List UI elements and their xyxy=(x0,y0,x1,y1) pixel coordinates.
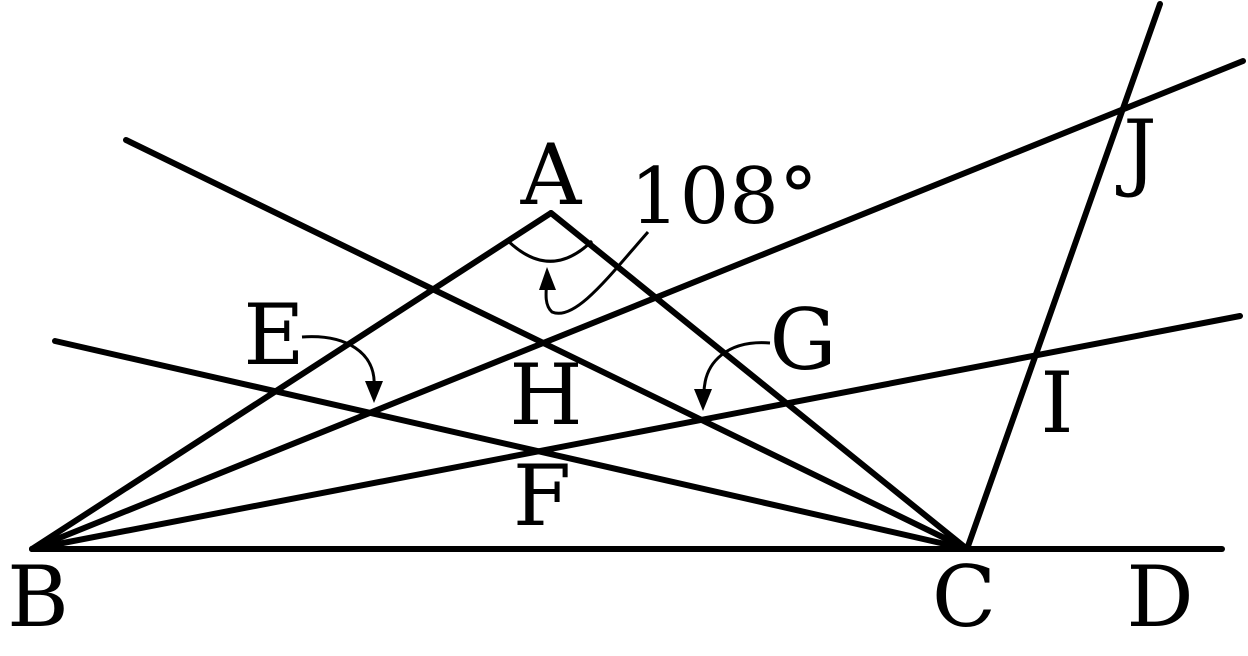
pointer-g xyxy=(702,341,771,397)
label-g: G xyxy=(769,291,836,389)
segment-ab xyxy=(29,210,554,552)
angle-arc-a xyxy=(505,238,594,263)
ray-bj xyxy=(29,58,1246,552)
line-ch xyxy=(123,137,970,552)
segment-ac xyxy=(548,210,970,552)
angle-label-108: 108° xyxy=(630,152,818,242)
label-c: C xyxy=(932,548,996,646)
label-a: A xyxy=(520,126,583,224)
angle-leader-108 xyxy=(544,231,650,315)
label-d: D xyxy=(1126,548,1193,646)
label-f: F xyxy=(513,447,571,545)
line-ce xyxy=(52,338,970,552)
label-h: H xyxy=(509,346,582,444)
label-i: I xyxy=(1040,354,1073,452)
pointer-arrowhead-g xyxy=(694,389,712,411)
pointer-arrowhead-e xyxy=(365,381,383,403)
label-b: B xyxy=(7,548,69,646)
label-e: E xyxy=(243,286,304,384)
ray-cj xyxy=(964,1,1163,552)
angle-arrowhead-a xyxy=(539,267,556,290)
pointer-e xyxy=(301,335,376,389)
